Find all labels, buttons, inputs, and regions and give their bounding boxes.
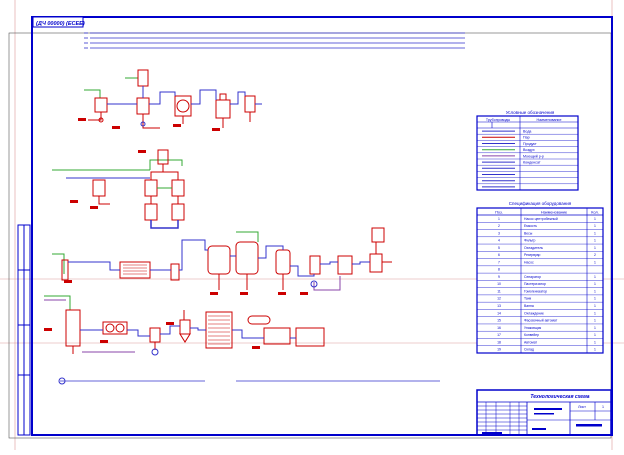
legend-equipment-pos: 11 xyxy=(497,289,501,293)
section-packaging-labels xyxy=(44,322,260,349)
stamp-box xyxy=(32,16,84,28)
legend-equipment-qty: 1 xyxy=(594,304,596,308)
legend-equipment-qty: 1 xyxy=(594,217,596,221)
legend-equipment-name: Конвейер xyxy=(524,333,539,337)
legend-equipment-qty: 1 xyxy=(594,297,596,301)
legend-equipment-qty: 1 xyxy=(594,282,596,286)
legend-equipment-pos: 13 xyxy=(497,304,501,308)
legend-pipes-row-label: Пар xyxy=(523,136,530,140)
legend-equipment-qty: 1 xyxy=(594,239,596,243)
legend-equipment-qty: 1 xyxy=(594,319,596,323)
legend-equipment-qty: 1 xyxy=(594,333,596,337)
legend-equipment-name: Охладитель xyxy=(524,246,543,250)
legend-equipment-pos: 19 xyxy=(497,348,501,352)
legend-equipment-qty: 1 xyxy=(594,231,596,235)
legend-equipment-pos: 9 xyxy=(498,275,500,279)
title-block-sheet-value: 1 xyxy=(602,405,604,409)
legend-equipment-name: Танк xyxy=(524,297,532,301)
legend-equipment-pos: 3 xyxy=(498,231,500,235)
legend-pipes-title: Условные обозначения xyxy=(506,110,555,115)
section-storage-labels xyxy=(70,150,146,209)
legend-equipment-pos: 7 xyxy=(498,260,500,264)
legend-equipment-qty: 1 xyxy=(594,348,596,352)
title-block-header: Технологическая схема xyxy=(530,394,589,400)
legend-equipment-pos: 12 xyxy=(497,297,501,301)
binding-strip xyxy=(17,224,31,436)
legend-equipment-qty: 1 xyxy=(594,224,596,228)
legend-pipes-row-label: Конденсат xyxy=(523,161,541,165)
legend-equipment-pos: 8 xyxy=(498,268,500,272)
legend-equipment-pos: 15 xyxy=(497,319,501,323)
legend-equipment-pos: 4 xyxy=(498,239,500,243)
legend-equipment-name: Фасовочный автомат xyxy=(524,319,558,323)
legend-equipment-title: Спецификация оборудования xyxy=(509,201,572,206)
legend-equipment-qty: 1 xyxy=(594,289,596,293)
section-packaging xyxy=(44,295,325,356)
legend-equipment: Спецификация оборудования Поз. Наименова… xyxy=(476,201,604,354)
header-lines xyxy=(90,32,465,49)
legend-equipment-qty: 2 xyxy=(594,253,596,257)
legend-pipes-row-label: Воздух xyxy=(523,148,535,152)
legend-equipment-qty: 1 xyxy=(594,311,596,315)
legend-equipment-pos: 2 xyxy=(498,224,500,228)
title-block-sheet-label: Лист xyxy=(578,405,586,409)
legend-equipment-col-pos: Поз. xyxy=(495,211,503,215)
legend-equipment-pos: 1 xyxy=(498,217,500,221)
section-reception-labels xyxy=(78,118,220,131)
main-frame xyxy=(31,16,613,436)
legend-pipes-row-label: Моющий р-р xyxy=(523,154,544,158)
title-block xyxy=(476,389,612,436)
section-reception xyxy=(84,69,262,129)
legend-equipment-name: Гомогенизатор xyxy=(524,289,547,293)
legend-equipment-col-qty: Кол. xyxy=(591,211,599,215)
legend-equipment-name: Ванна xyxy=(524,304,534,308)
section-processing-labels xyxy=(64,280,308,295)
legend-equipment-pos: 5 xyxy=(498,246,500,250)
legend-equipment-name: Склад xyxy=(524,348,534,352)
legend-equipment-qty: 1 xyxy=(594,260,596,264)
legend-equipment-pos: 18 xyxy=(497,340,501,344)
legend-equipment-name: Емкость xyxy=(524,224,537,228)
legend-equipment-name: Резервуар xyxy=(524,253,540,257)
legend-equipment-pos: 10 xyxy=(497,282,501,286)
section-processing xyxy=(52,227,392,291)
title-block-marks xyxy=(482,408,602,434)
legend-equipment-name: Насос центробежный xyxy=(524,217,558,221)
legend-equipment-name: Насос xyxy=(524,260,534,264)
legend-pipes: Условные обозначения Трубопроводы Наимен… xyxy=(476,110,579,191)
legend-equipment-col-name: Наименование xyxy=(541,211,567,215)
legend-equipment-pos: 16 xyxy=(497,326,501,330)
legend-equipment-pos: 17 xyxy=(497,333,501,337)
legend-equipment-name: Фильтр xyxy=(524,239,536,243)
legend-equipment-name: Охлаждение xyxy=(524,311,544,315)
section-storage xyxy=(52,149,185,229)
stamp-text: (ДЧ 00000) (ЕСЕЕ) xyxy=(36,21,85,27)
legend-equipment-qty: 1 xyxy=(594,275,596,279)
legend-pipes-row-label: Вода xyxy=(523,130,531,134)
legend-pipes-row-label: Продукт xyxy=(523,142,537,146)
legend-pipes-col-b: Наименование xyxy=(537,118,562,122)
legend-pipes-col-a: Трубопроводы xyxy=(486,118,511,122)
legend-equipment-name: Автомат xyxy=(524,340,538,344)
legend-equipment-name: Сепаратор xyxy=(524,275,541,279)
legend-equipment-qty: 1 xyxy=(594,340,596,344)
legend-equipment-qty: 1 xyxy=(594,326,596,330)
legend-equipment-pos: 6 xyxy=(498,253,500,257)
legend-equipment-pos: 14 xyxy=(497,311,501,315)
legend-equipment-qty: 1 xyxy=(594,246,596,250)
legend-equipment-name: Весы xyxy=(524,231,533,235)
legend-equipment-name: Упаковщик xyxy=(524,326,542,330)
legend-equipment-name: Пастеризатор xyxy=(524,282,546,286)
